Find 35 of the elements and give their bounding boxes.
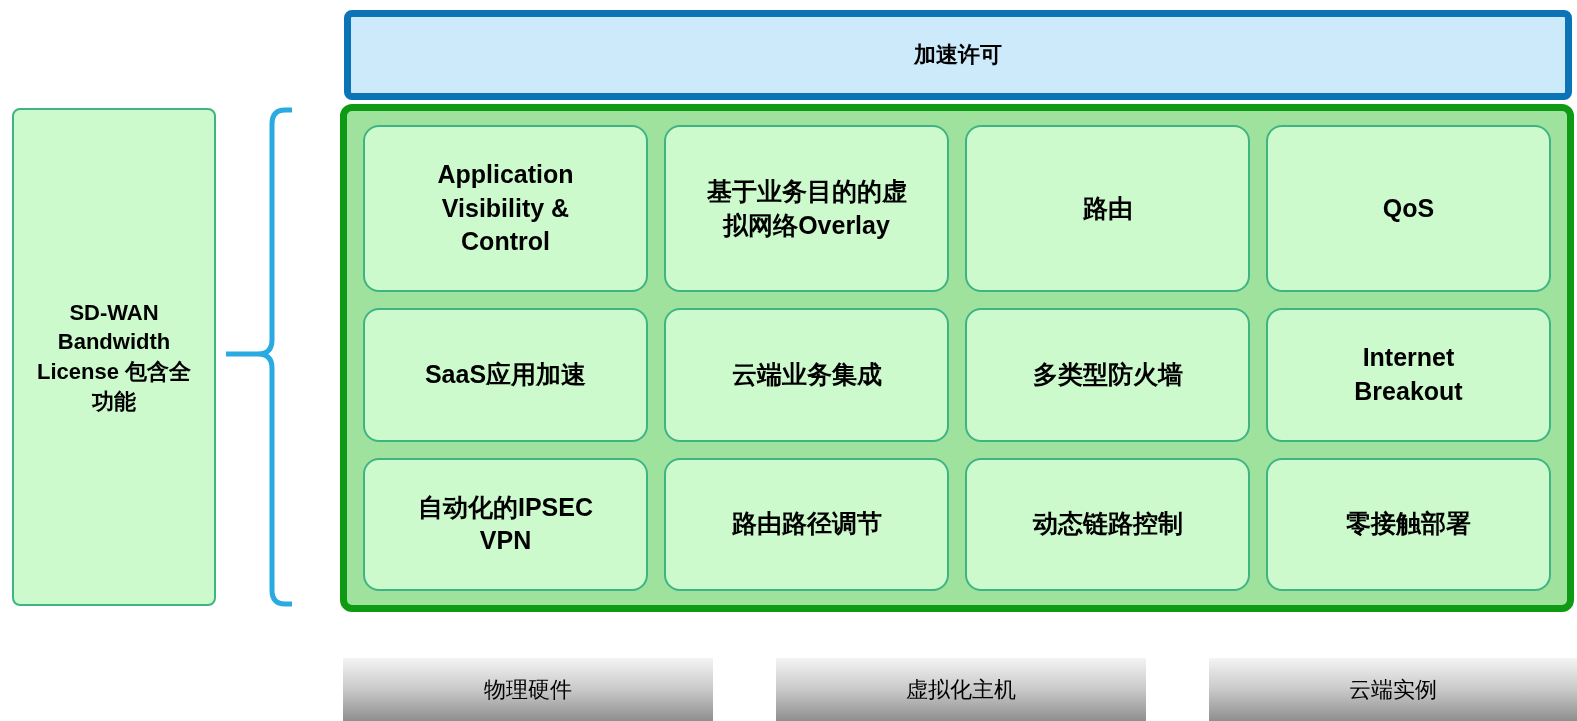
box-label: 物理硬件 [484,675,572,704]
platform-bar [776,658,1146,721]
platform-bar [343,658,713,721]
feature-box [363,125,648,293]
box-label: 动态链路控制 [1032,508,1183,540]
box-label: 路由 [1082,192,1133,224]
box-label: 多类型防火墙 [1032,359,1183,390]
box-label: SaaS应用加速 [424,359,587,390]
feature-box [664,457,949,591]
box-label: 虚拟化主机 [906,675,1016,704]
feature-panel [340,104,1574,612]
platform-bar [1209,658,1577,721]
feature-box [1266,308,1551,442]
box-label: 自动化的IPSEC VPN [417,491,594,557]
feature-box [1266,125,1551,293]
feature-box [965,125,1250,293]
box-label: 云端实例 [1349,675,1437,704]
box-label: Internet Breakout [1353,342,1464,407]
box-label: 云端业务集成 [731,359,882,390]
box-label: 路由路径调节 [731,508,882,540]
feature-box [363,457,648,591]
box-label: QoS [1382,192,1435,224]
feature-box [965,457,1250,591]
feature-box [664,308,949,442]
box-label: 加速许可 [914,41,1002,70]
box-label: 零接触部署 [1346,508,1471,540]
feature-box [664,125,949,293]
box-label: 基于业务目的的虚拟网络Overlay [706,175,907,241]
box-label: Application Visibility & Control [436,158,575,258]
license-banner [344,10,1572,100]
feature-box [965,308,1250,442]
box-label: SD-WAN Bandwidth License 包含全功能 [35,298,192,416]
license-box [12,108,216,606]
feature-box [363,308,648,442]
feature-box [1266,457,1551,591]
